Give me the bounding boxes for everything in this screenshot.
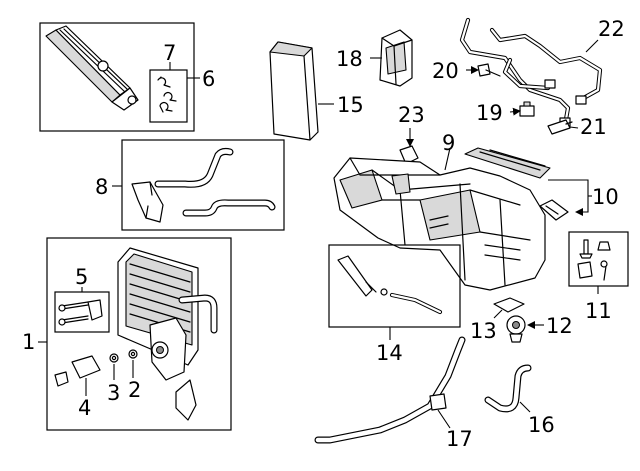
callout-21: 21 bbox=[580, 115, 607, 139]
callout-14: 14 bbox=[376, 341, 403, 365]
mode-door-part bbox=[464, 147, 551, 179]
callout-4: 4 bbox=[78, 396, 91, 420]
fastener-group bbox=[568, 231, 629, 294]
hvac-case-part bbox=[333, 147, 546, 291]
linkage-box bbox=[328, 244, 461, 328]
evaporator-group bbox=[38, 237, 232, 431]
callout-22: 22 bbox=[598, 17, 625, 41]
callout-17: 17 bbox=[446, 427, 473, 451]
callout-9: 9 bbox=[442, 131, 455, 155]
fastener-part bbox=[577, 239, 611, 281]
callout-7: 7 bbox=[163, 41, 176, 65]
callout-5: 5 bbox=[75, 265, 88, 289]
heater-hose-box bbox=[121, 139, 285, 231]
cabin-filter-part bbox=[269, 41, 334, 141]
heater-hose-group bbox=[112, 139, 285, 231]
callout-16: 16 bbox=[528, 413, 555, 437]
expansion-valve-part bbox=[54, 355, 101, 387]
clip-kit-box bbox=[149, 69, 188, 123]
fastener-box bbox=[568, 231, 629, 287]
o-ring-parts bbox=[109, 349, 138, 363]
callout-3: 3 bbox=[107, 381, 120, 405]
linkage-group bbox=[328, 244, 461, 340]
refrigerator-line-part bbox=[314, 336, 466, 444]
evaporator-core-part bbox=[117, 247, 218, 421]
callout-8: 8 bbox=[95, 175, 108, 199]
callout-20: 20 bbox=[432, 59, 459, 83]
callout-23: 23 bbox=[398, 103, 425, 127]
heater-core-group bbox=[39, 22, 200, 132]
seal-part bbox=[539, 199, 569, 221]
drain-hose-part bbox=[484, 364, 532, 413]
sensor-part bbox=[547, 119, 573, 135]
evaporator-box bbox=[46, 237, 232, 431]
callout-2: 2 bbox=[128, 378, 141, 402]
callout-6: 6 bbox=[202, 67, 215, 91]
valve-part bbox=[506, 315, 544, 343]
actuator-part bbox=[370, 29, 413, 87]
heater-core-part bbox=[45, 25, 139, 111]
callout-11: 11 bbox=[585, 299, 612, 323]
connector-part bbox=[519, 101, 535, 117]
heater-core-box bbox=[39, 22, 195, 132]
clip-kit-part bbox=[157, 76, 177, 113]
callout-18: 18 bbox=[336, 47, 363, 71]
callout-labels: 1 2 3 4 5 6 7 8 9 10 11 12 13 14 15 16 1… bbox=[22, 17, 625, 451]
heater-hose-part bbox=[131, 147, 276, 223]
bolt-kit-part bbox=[58, 299, 103, 326]
callout-13: 13 bbox=[470, 319, 497, 343]
callout-10: 10 bbox=[592, 185, 619, 209]
gasket-part bbox=[493, 297, 525, 319]
wiring-harness-part bbox=[459, 17, 603, 128]
temp-sensor-part bbox=[399, 128, 419, 165]
callout-12: 12 bbox=[546, 314, 573, 338]
callout-1: 1 bbox=[22, 330, 35, 354]
callout-19: 19 bbox=[476, 101, 503, 125]
linkage-part bbox=[337, 255, 443, 315]
bolt-part bbox=[477, 63, 501, 77]
callout-15: 15 bbox=[337, 93, 364, 117]
